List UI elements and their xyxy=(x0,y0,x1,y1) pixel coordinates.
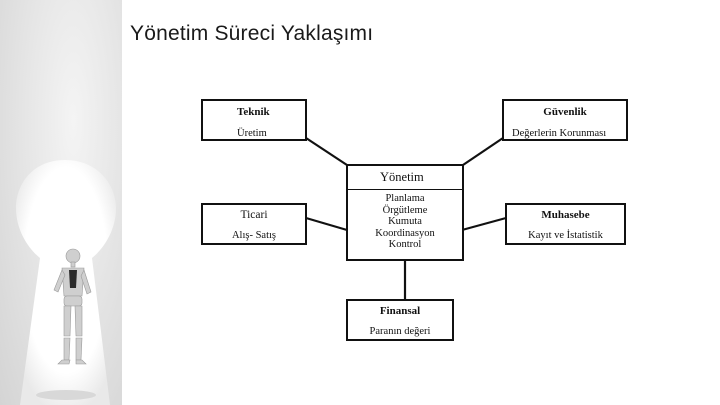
node-ticari: Ticari Alış- Satış xyxy=(201,203,307,245)
connector-teknik-yonetim xyxy=(305,137,351,168)
node-yonetim-title: Yönetim xyxy=(380,170,424,184)
node-yonetim: Yönetim Planlama Örgütleme Kumuta Koordi… xyxy=(346,164,464,261)
keyhole-illustration xyxy=(0,0,122,405)
connector-guvenlik-yonetim xyxy=(459,137,504,168)
node-ticari-title: Ticari xyxy=(240,209,268,221)
node-muhasebe-title: Muhasebe xyxy=(541,209,590,221)
node-yonetim-item: Örgütleme xyxy=(382,204,428,216)
node-muhasebe-sub: Kayıt ve İstatistik xyxy=(528,230,603,241)
connector-ticari-yonetim xyxy=(305,216,348,232)
node-teknik-sub: Üretim xyxy=(237,128,267,139)
node-yonetim-item: Kontrol xyxy=(388,239,422,250)
node-guvenlik: Güvenlik Değerlerin Korunması xyxy=(502,99,628,141)
node-guvenlik-title: Güvenlik xyxy=(543,106,587,118)
node-finansal-sub: Paranın değeri xyxy=(369,326,431,337)
node-teknik: Teknik Üretim xyxy=(201,99,307,141)
mannequin-suit xyxy=(69,270,77,288)
node-ticari-sub: Alış- Satış xyxy=(231,230,277,241)
node-finansal-title: Finansal xyxy=(379,305,421,317)
node-yonetim-item: Koordinasyon xyxy=(375,227,435,239)
page-title: Yönetim Süreci Yaklaşımı xyxy=(130,22,374,45)
node-guvenlik-sub: Değerlerin Korunması xyxy=(512,128,607,139)
node-yonetim-item: Planlama xyxy=(385,193,425,204)
node-teknik-title: Teknik xyxy=(237,106,270,118)
node-finansal: Finansal Paranın değeri xyxy=(346,299,454,341)
node-muhasebe: Muhasebe Kayıt ve İstatistik xyxy=(505,203,626,245)
node-yonetim-item: Kumuta xyxy=(388,216,422,227)
connector-muhasebe-yonetim xyxy=(461,216,507,232)
